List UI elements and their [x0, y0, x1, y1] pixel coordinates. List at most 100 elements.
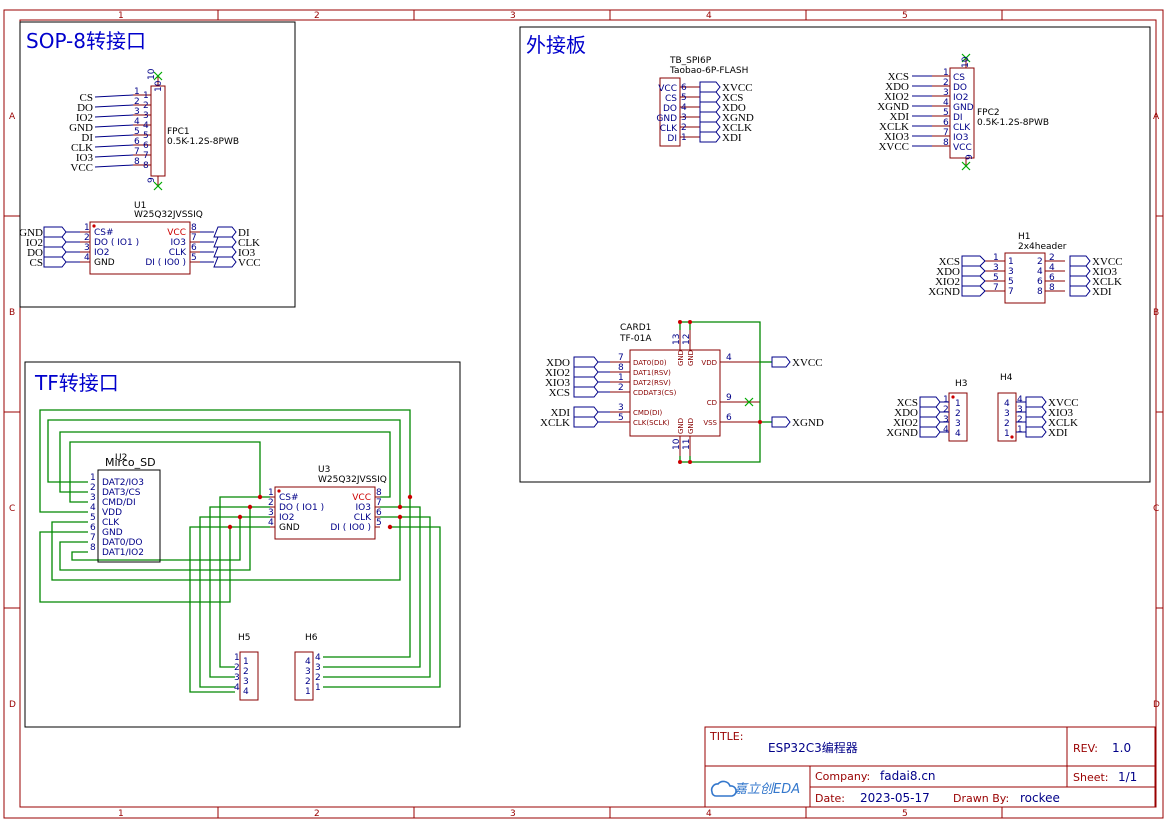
- title-label: TITLE:: [709, 730, 743, 743]
- svg-text:2: 2: [618, 383, 624, 393]
- svg-text:1: 1: [993, 253, 999, 263]
- svg-text:5: 5: [191, 253, 197, 263]
- h1-net-xclk: XCLK: [1092, 276, 1122, 288]
- svg-text:4: 4: [681, 103, 687, 113]
- tf-wiring: [39, 409, 441, 693]
- u1-pin-cs: CS#: [94, 228, 114, 238]
- card1-net-xclk: XCLK: [540, 417, 570, 429]
- svg-text:4: 4: [943, 425, 949, 435]
- svg-text:4: 4: [1049, 263, 1055, 273]
- card1-pin-dat1: DAT1(RSV): [633, 369, 671, 377]
- svg-text:4: 4: [955, 429, 961, 439]
- svg-text:2: 2: [1049, 253, 1055, 263]
- svg-text:6: 6: [1049, 273, 1055, 283]
- svg-text:3: 3: [84, 243, 90, 253]
- tb-net-xcs: XCS: [722, 92, 743, 104]
- u3-pin-di: DI ( IO0 ): [330, 523, 371, 533]
- u1-pin-do: DO ( IO1 ): [94, 238, 139, 248]
- tb-spi6p[interactable]: TB_SPI6P Taobao-6P-FLASH 654 321 VCC CS …: [656, 56, 754, 147]
- svg-text:1: 1: [955, 399, 961, 409]
- grid-col-3-bottom: 3: [510, 809, 516, 819]
- card1-net-xdi: XDI: [550, 407, 570, 419]
- svg-text:2: 2: [84, 233, 90, 243]
- svg-text:5: 5: [618, 413, 624, 423]
- svg-text:4: 4: [315, 653, 321, 663]
- svg-text:2: 2: [143, 101, 149, 111]
- u3-pin-vcc: VCC: [352, 493, 371, 503]
- svg-text:3: 3: [993, 263, 999, 273]
- svg-text:2: 2: [955, 409, 961, 419]
- u1-net-di: DI: [238, 227, 250, 239]
- h3-net-xdo: XDO: [894, 407, 918, 419]
- fpc1-net-vcc: VCC: [70, 162, 93, 174]
- u1-pin-io2: IO2: [94, 248, 109, 258]
- svg-text:3: 3: [243, 677, 249, 687]
- u1-net-cs: CS: [30, 257, 43, 269]
- svg-text:1: 1: [143, 91, 149, 101]
- svg-text:9: 9: [147, 177, 157, 183]
- drawn-label: Drawn By:: [953, 792, 1009, 805]
- h1-net-xcs: XCS: [939, 256, 960, 268]
- svg-text:2: 2: [315, 673, 321, 683]
- card1-net-xio3: XIO3: [545, 377, 571, 389]
- svg-text:7: 7: [993, 283, 999, 293]
- fpc1-net-cs: CS: [80, 92, 93, 104]
- svg-text:4: 4: [134, 117, 140, 127]
- u3-value: W25Q32JVSSIQ: [318, 475, 387, 485]
- grid-row-b-right: B: [1153, 308, 1159, 318]
- u1-net-io3: IO3: [238, 247, 256, 259]
- u1-net-io2: IO2: [26, 237, 43, 249]
- card1-pin-vss: VSS: [703, 419, 717, 427]
- h3-ref: H3: [955, 379, 968, 389]
- svg-text:1: 1: [1017, 425, 1023, 435]
- svg-text:1: 1: [943, 68, 949, 78]
- svg-text:6: 6: [1037, 277, 1043, 287]
- u1-pin-io3: IO3: [171, 238, 186, 248]
- svg-text:3: 3: [943, 415, 949, 425]
- svg-text:1: 1: [90, 473, 96, 483]
- card1-pin-dat0: DAT0(D0): [633, 359, 667, 367]
- card1-pin-vdd: VDD: [701, 359, 717, 367]
- svg-text:10: 10: [961, 56, 971, 68]
- card1-net-xcs: XCS: [549, 387, 570, 399]
- svg-text:8: 8: [90, 543, 96, 553]
- svg-text:8: 8: [1049, 283, 1055, 293]
- sheet-value: 1/1: [1118, 770, 1137, 784]
- tb-ref: TB_SPI6P: [669, 56, 712, 66]
- u2-pin-3: CMD/DI: [102, 498, 136, 508]
- u2-pin-2: DAT3/CS: [102, 488, 141, 498]
- svg-text:7: 7: [618, 353, 624, 363]
- svg-text:3: 3: [943, 88, 949, 98]
- svg-text:3: 3: [90, 493, 96, 503]
- svg-text:3: 3: [1004, 409, 1010, 419]
- tb-pin-gnd: GND: [656, 114, 677, 124]
- h1-net-xdo: XDO: [936, 266, 960, 278]
- svg-text:4: 4: [268, 518, 274, 528]
- tb-pin-do: DO: [663, 104, 677, 114]
- svg-text:3: 3: [268, 508, 274, 518]
- h1-net-xio2: XIO2: [935, 276, 960, 288]
- fpc1-net-io3: IO3: [76, 152, 94, 164]
- h4-net-xvcc: XVCC: [1048, 397, 1079, 409]
- fpc2-pin-2: DO: [953, 83, 967, 93]
- fpc1-net-gnd: GND: [69, 122, 93, 134]
- svg-text:2: 2: [243, 667, 249, 677]
- svg-text:3: 3: [305, 667, 311, 677]
- grid-row-c-right: C: [1153, 504, 1159, 514]
- tb-net-xgnd: XGND: [722, 112, 754, 124]
- svg-text:8: 8: [376, 488, 382, 498]
- tb-pin-cs: CS: [665, 94, 677, 104]
- svg-text:7: 7: [143, 151, 149, 161]
- svg-text:7: 7: [90, 533, 96, 543]
